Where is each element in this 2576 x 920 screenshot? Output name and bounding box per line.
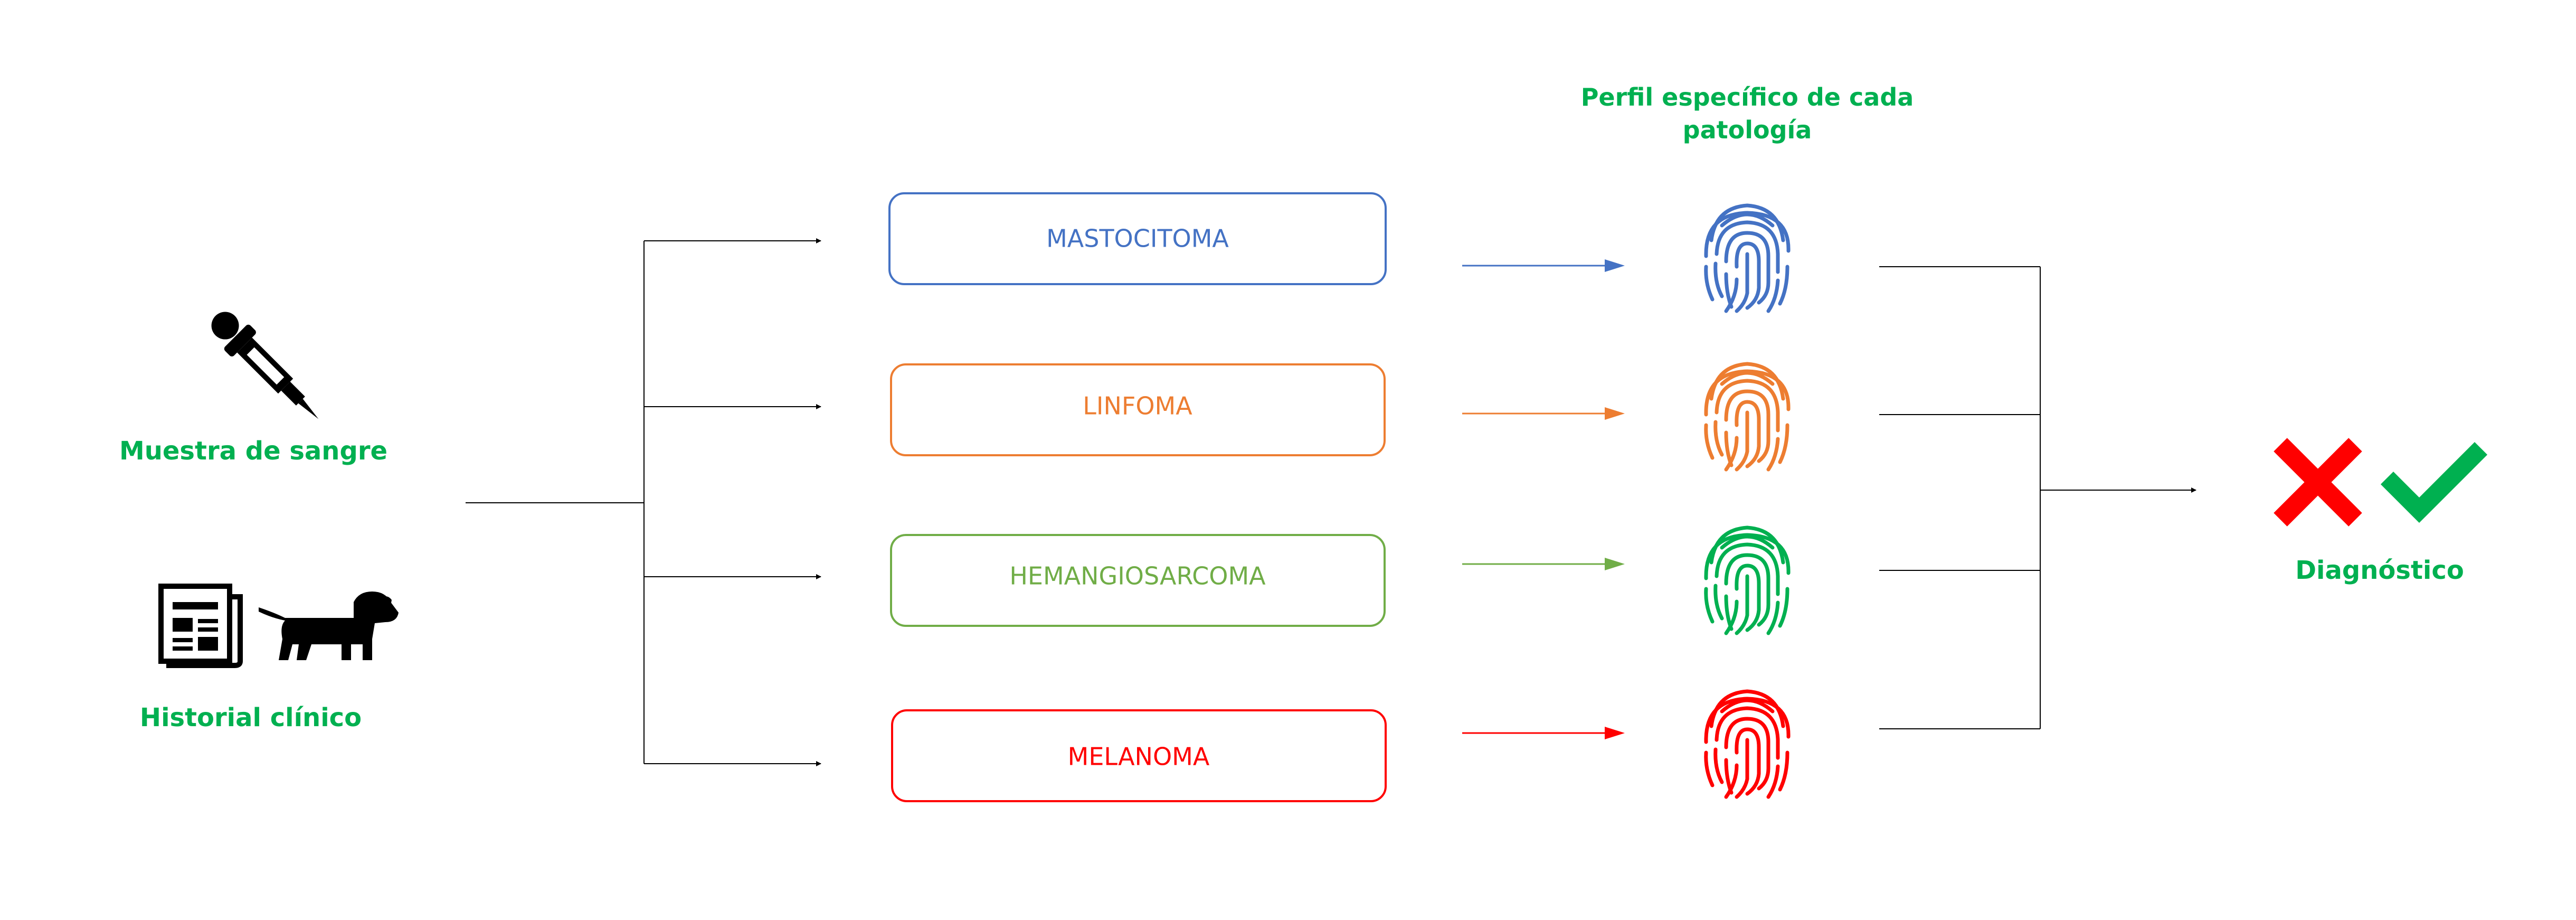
fingerprint-icon-mastocitoma (1704, 203, 1791, 313)
pathology-arrows (1462, 259, 1625, 739)
clinical-record-icon (158, 584, 243, 668)
diagnosis-label: Diagnóstico (2295, 556, 2464, 585)
fingerprint-icon-melanoma (1704, 689, 1791, 799)
blood-sample-label: Muestra de sangre (119, 436, 387, 466)
pathology-box-linfoma: LINFOMA (890, 363, 1386, 456)
pathology-box-melanoma: MELANOMA (891, 709, 1387, 802)
pathology-box-hemangiosarcoma: HEMANGIOSARCOMA (890, 534, 1386, 627)
clinical-history-label: Historial clínico (140, 703, 362, 733)
pathology-label: HEMANGIOSARCOMA (1009, 562, 1266, 590)
fingerprint-icon-hemangiosarcoma (1704, 525, 1791, 635)
profile-title-line1: Perfil específico de cada (1581, 83, 1914, 111)
output-connector (1879, 266, 2196, 729)
pathology-label: MELANOMA (1068, 743, 1210, 771)
pathology-box-mastocitoma: MASTOCITOMA (888, 192, 1387, 285)
pathology-label: MASTOCITOMA (1046, 224, 1229, 253)
input-connector (466, 238, 821, 766)
pathology-label: LINFOMA (1083, 392, 1192, 420)
fingerprint-icon-linfoma (1704, 362, 1791, 472)
cross-icon (2274, 438, 2362, 527)
dropper-icon (211, 312, 319, 419)
dog-icon (259, 592, 399, 660)
profile-title-line2: patología (1683, 116, 1812, 144)
check-icon (2380, 442, 2488, 523)
